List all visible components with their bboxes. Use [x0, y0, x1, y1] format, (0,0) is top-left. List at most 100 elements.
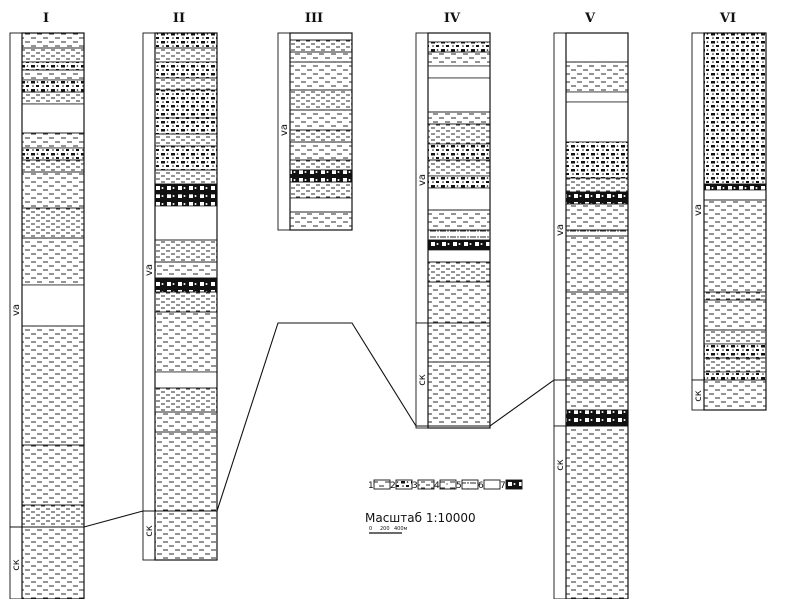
- legend-swatch: [506, 480, 522, 489]
- legend-number: 2: [390, 481, 396, 491]
- unit-label: ск: [555, 459, 566, 471]
- legend-number: 5: [456, 481, 462, 491]
- lithology-layer: [290, 198, 352, 212]
- lithology-layer: [22, 62, 84, 70]
- lithology-layer: [290, 160, 352, 170]
- unit-label: va: [11, 304, 22, 316]
- lithology-layer: [704, 184, 766, 190]
- lithology-layer: [704, 190, 766, 200]
- lithology-layer: [428, 323, 490, 362]
- lithology-layer: [704, 380, 766, 410]
- scale-tick-0: 0: [369, 526, 372, 532]
- lithology-layer: [428, 282, 490, 323]
- lithology-layer: [428, 362, 490, 428]
- legend-swatch: [418, 480, 434, 489]
- column-title: I: [43, 11, 49, 26]
- lithology-layer: [155, 33, 217, 48]
- lithology-layer: [155, 278, 217, 292]
- column-title: VI: [719, 11, 736, 26]
- lithology-layer: [22, 172, 84, 208]
- legend-number: 7: [500, 481, 506, 491]
- lithology-layer: [155, 194, 217, 206]
- lithology-layer: [22, 148, 84, 160]
- legend-swatch: [374, 480, 390, 489]
- unit-label: va: [555, 224, 566, 236]
- column-title: V: [584, 11, 596, 26]
- lithology-layer: [155, 412, 217, 432]
- lithology-layer: [155, 90, 217, 118]
- lithology-layer: [566, 142, 628, 178]
- lithology-layer: [428, 33, 490, 42]
- correlation-line: [10, 323, 628, 527]
- lithology-layer: [22, 104, 84, 133]
- scale-title: Масштаб 1:10000: [365, 511, 476, 525]
- lithology-layer: [155, 184, 217, 194]
- lithology-layer: [22, 33, 84, 48]
- lithology-layer: [155, 511, 217, 560]
- lithology-layer: [704, 33, 766, 184]
- lithology-layer: [428, 262, 490, 282]
- lithology-layer: [566, 178, 628, 192]
- lithology-layer: [155, 262, 217, 278]
- lithology-layer: [704, 358, 766, 372]
- section-column-III: III va: [278, 11, 352, 230]
- unit-label: ск: [144, 525, 155, 537]
- lithology-layer: [290, 33, 352, 40]
- lithology-layer: [566, 410, 628, 426]
- lithology-layer: [290, 130, 352, 142]
- lithology-layer: [428, 240, 490, 250]
- unit-label: va: [279, 124, 290, 136]
- legend-number: 3: [412, 481, 418, 491]
- scale-tick-200: 200: [380, 526, 390, 532]
- lithology-layer: [155, 432, 217, 511]
- lithology-layer: [22, 238, 84, 285]
- lithology-layer: [155, 206, 217, 240]
- lithology-layer: [428, 176, 490, 188]
- column-title: III: [305, 11, 323, 26]
- lithology-layer: [155, 388, 217, 412]
- column-title: II: [173, 11, 185, 26]
- lithology-layer: [428, 42, 490, 52]
- lithology-layer: [428, 160, 490, 176]
- lithology-layer: [155, 170, 217, 184]
- lithology-layer: [290, 142, 352, 160]
- unit-label: va: [693, 204, 704, 216]
- lithology-layer: [566, 62, 628, 92]
- lithology-layer: [428, 124, 490, 144]
- lithology-layer: [704, 372, 766, 380]
- lithology-layer: [428, 144, 490, 160]
- lithology-layer: [290, 40, 352, 52]
- legend-swatch: [396, 480, 412, 489]
- lithology-layer: [155, 48, 217, 62]
- legend-swatch: [484, 480, 500, 489]
- lithology-layer: [290, 90, 352, 110]
- lithology-layer: [428, 188, 490, 210]
- lithology-layer: [290, 170, 352, 182]
- unit-strip: [554, 426, 566, 599]
- lithology-layer: [566, 426, 628, 599]
- legend-swatch: [440, 480, 456, 489]
- lithology-layer: [704, 300, 766, 330]
- lithology-layer: [704, 330, 766, 344]
- lithology-layer: [704, 200, 766, 292]
- lithology-layer: [22, 208, 84, 238]
- lithology-layer: [566, 92, 628, 102]
- lithology-layer: [566, 204, 628, 230]
- section-column-V: Vva ск: [554, 11, 628, 599]
- lithology-layer: [704, 292, 766, 300]
- legend-number: 6: [478, 481, 484, 491]
- lithology-layer: [566, 102, 628, 142]
- lithology-layer: [566, 236, 628, 292]
- lithology-layer: [22, 133, 84, 148]
- lithology-layer: [155, 78, 217, 90]
- lithology-layer: [22, 326, 84, 445]
- lithology-layer: [290, 110, 352, 130]
- scale-bar: Масштаб 1:10000 0 200 400м: [365, 511, 476, 533]
- lithology-layer: [22, 92, 84, 104]
- lithology-layer: [428, 52, 490, 66]
- unit-label: va: [144, 264, 155, 276]
- lithology-layer: [428, 210, 490, 230]
- lithology-layer: [22, 70, 84, 80]
- lithology-layer: [155, 118, 217, 134]
